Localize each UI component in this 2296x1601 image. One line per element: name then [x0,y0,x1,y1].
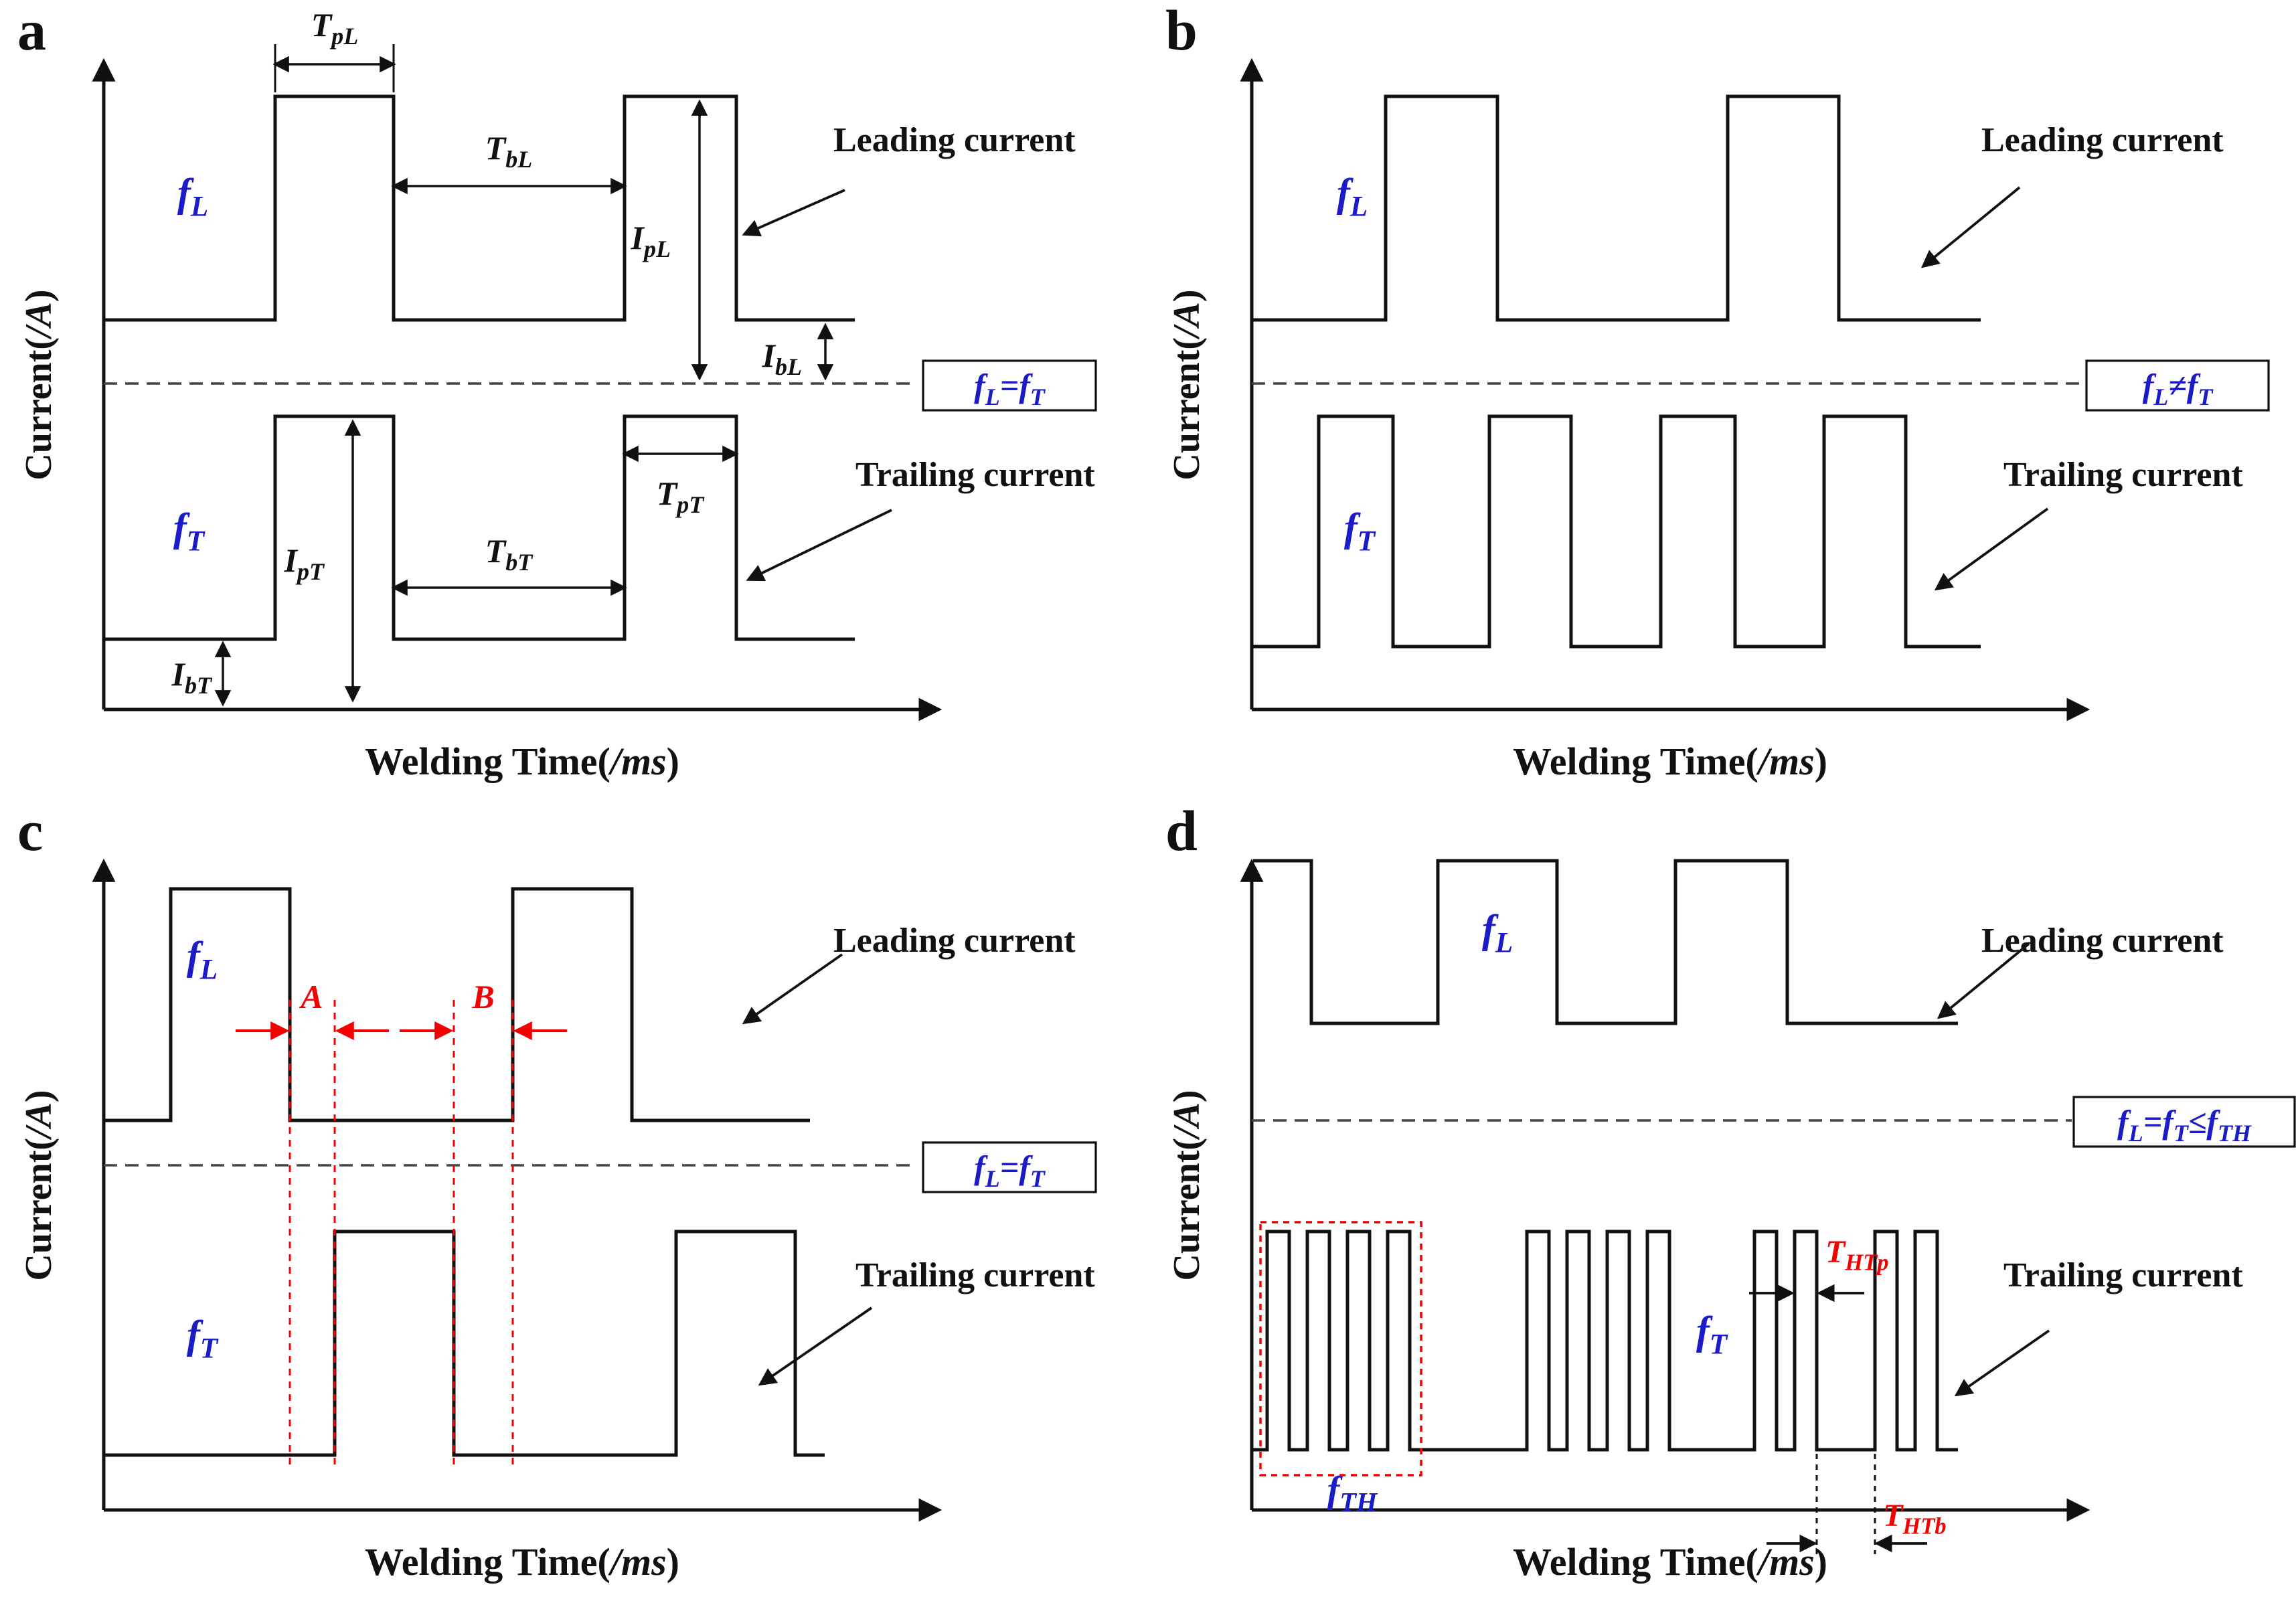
panel-letter: d [1165,798,1198,863]
x-axis-label: Welding Time(/ms) [365,739,679,784]
math-label: THTp [1825,1234,1889,1276]
trailing-current-wave [1252,414,1981,649]
y-axis-close: ) [1166,1090,1208,1103]
y-axis-close: ) [18,1090,60,1103]
y-axis-close: ) [1166,289,1208,303]
math-label: THTb [1883,1498,1947,1539]
pointer-arrow [1937,942,2030,1019]
leading-current-wave [104,887,810,1122]
x-axis-label: Welding Time(/ms) [365,1539,679,1584]
x-axis-close: ) [666,740,680,783]
y-axis-label: Current(/A) [1165,1090,1208,1280]
pointer-arrow [742,953,843,1025]
x-axis-label: Welding Time(/ms) [1513,1539,1827,1584]
math-label: IpT [284,541,325,585]
y-axis-unit: /A [18,1102,60,1138]
math-label: fT [1344,505,1376,557]
panel-b: fL fT fL≠fT b Current(/A) Welding Time(/ms… [1148,0,2296,800]
x-axis-unit: /ms [1758,1540,1815,1584]
frequency-relation-text: fL=fT [974,367,1046,410]
frequency-relation-text: fL=fT≤fTH [2117,1103,2252,1147]
panel-letter: b [1165,0,1198,62]
trailing-current-label: Trailing current [855,1256,1095,1294]
y-axis-unit: /A [1166,302,1208,337]
x-axis-unit: /ms [610,1540,667,1584]
x-axis-label: Welding Time(/ms) [1513,739,1827,784]
x-axis-text: Welding Time( [364,1540,610,1584]
math-label: IbT [171,655,213,699]
leading-current-wave [1252,94,1981,322]
leading-current-label: Leading current [833,922,1076,960]
math-label: TpT [657,475,706,518]
math-label: fT [187,1313,219,1364]
math-label: fL [177,171,208,222]
math-label: TpL [311,6,359,50]
math-label: IpL [631,219,671,262]
y-axis-label: Current(/A) [17,289,60,480]
y-axis-text: Current( [1166,1137,1208,1281]
high-frequency-burst-box [1259,1221,1422,1477]
math-label: B [471,978,494,1015]
y-axis-unit: /A [18,302,60,337]
math-label: fL [1482,907,1513,958]
math-label: fT [173,505,206,557]
pointer-arrow [742,189,845,237]
trailing-current-wave [1253,1230,1958,1452]
frequency-relation-text: fL≠fT [2143,367,2214,410]
y-axis-label: Current(/A) [17,1090,60,1280]
x-axis-close: ) [666,1540,680,1584]
frequency-relation-text: fL=fT [974,1149,1046,1192]
panel-a: TpL TbL IpL IbL fL fT IpT TbT TpT IbT fL=fT a Curr… [0,0,1148,800]
pointer-arrow [1954,1329,2050,1397]
frequency-relation-box [2072,1096,2296,1148]
math-label: fL [1337,171,1368,222]
panel-letter: c [17,798,44,863]
y-axis-text: Current( [18,337,60,481]
pointer-arrow [758,1307,873,1386]
panel-c-canvas: fL fT A BfL=fT [92,858,1097,1522]
trailing-current-label: Trailing current [2003,456,2243,494]
trailing-current-wave [104,414,855,641]
math-label: TbL [485,129,533,173]
frequency-relation-box [922,1141,1097,1193]
y-axis-label: Current(/A) [1165,289,1208,480]
leading-current-label: Leading current [1981,922,2224,960]
x-axis-text: Welding Time( [364,740,610,783]
panel-letter: a [17,0,46,62]
y-axis-close: ) [18,289,60,303]
trailing-current-label: Trailing current [2003,1256,2243,1294]
math-label: IbL [762,337,802,380]
frequency-relation-box [2085,359,2270,412]
x-axis-close: ) [1814,740,1828,783]
math-label: fT [1696,1309,1728,1360]
trailing-current-label: Trailing current [855,456,1095,494]
leading-current-wave [1253,859,1958,1025]
panel-b-canvas: fL fT fL≠fT [1240,58,2270,722]
y-axis-unit: /A [1166,1102,1208,1138]
math-label: A [299,978,323,1015]
pointer-arrow [1920,186,2021,268]
panel-a-canvas: TpL TbL IpL IbL fL fT IpT TbT TpT IbT fL=fT [92,6,1097,722]
x-axis-text: Welding Time( [1512,740,1758,783]
math-label: fL [187,934,218,985]
x-axis-unit: /ms [610,740,667,783]
y-axis-text: Current( [18,1137,60,1281]
leading-current-label: Leading current [833,121,1076,159]
pointer-arrow [1934,507,2049,591]
x-axis-close: ) [1814,1540,1828,1584]
pointer-arrow [746,509,892,582]
x-axis-unit: /ms [1758,740,1815,783]
leading-current-wave [104,94,855,322]
y-axis-text: Current( [1166,337,1208,481]
math-label: TbT [485,532,534,576]
leading-current-label: Leading current [1981,121,2224,159]
x-axis-text: Welding Time( [1512,1540,1758,1584]
frequency-relation-box [922,359,1097,412]
